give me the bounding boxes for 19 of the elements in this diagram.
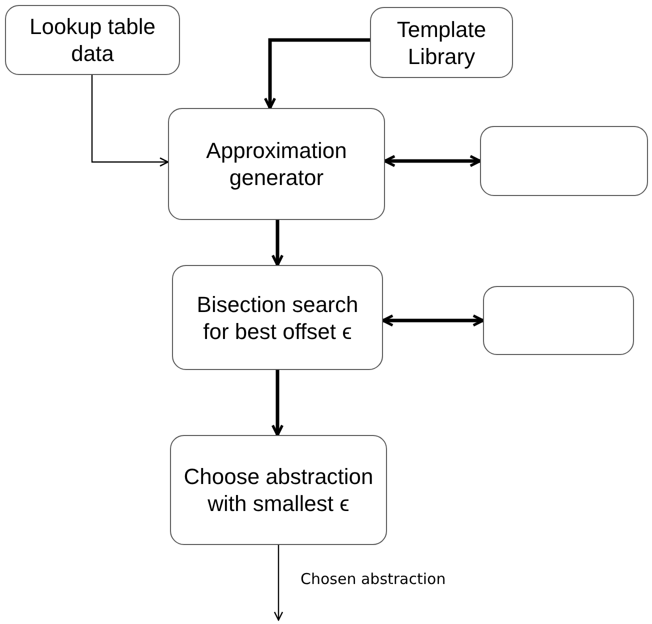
process-box — [168, 108, 385, 220]
process-box — [172, 265, 383, 370]
node-label: Choose abstraction with smallest ϵ — [182, 463, 374, 517]
arrow — [274, 545, 284, 621]
arrow — [91, 75, 169, 167]
process-box — [170, 435, 387, 545]
process-box — [5, 5, 180, 75]
arrow — [384, 154, 482, 168]
arrow — [271, 220, 284, 266]
empty-box — [483, 286, 634, 355]
node-label: Lookup table data — [28, 13, 156, 67]
empty-box — [480, 126, 648, 196]
arrow — [382, 314, 484, 327]
arrow — [264, 38, 370, 110]
process-box — [370, 7, 513, 78]
node-label: Bisection search for best offset ϵ — [196, 290, 360, 344]
arrow — [271, 370, 284, 436]
node-label: Approximation generator — [205, 137, 348, 191]
node-label: Template Library — [396, 16, 488, 70]
